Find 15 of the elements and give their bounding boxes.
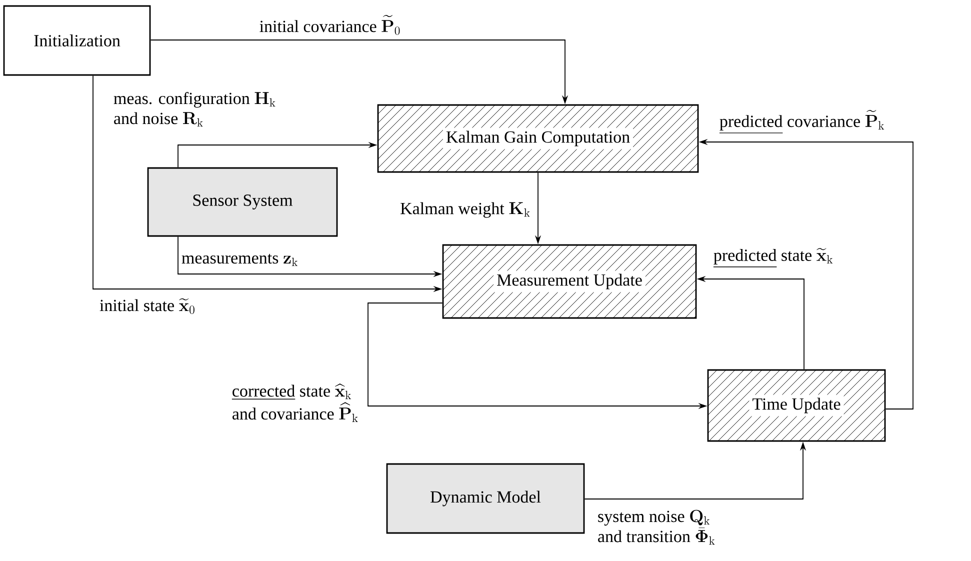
edge-label: $\text{Kalman weight }\mathbf{K}_\mathrm{k}$ (400, 202, 530, 218)
hatched-process-box: Measurement Update (442, 244, 697, 319)
edge-label: $\begin{array}{@{}l@{}}\text{meas. configuration }\mathbf{H}_\mathrm{k}\\\text{and noise }\mathbf{R}_\mathrm{k}\end{array}$ (114, 92, 276, 127)
edge-label: $\text{\underline{predicted} state }\widetilde{\mathbf{x}}_\mathrm{k}$ (713, 248, 833, 267)
shaded-process-box: Dynamic Model (386, 463, 585, 534)
hatched-process-box: Time Update (707, 369, 886, 442)
edge-label: $\text{initial state }\widetilde{\mathbf{x}}_0$ (100, 298, 194, 314)
shaded-process-box: Sensor System (147, 167, 338, 237)
hatched-process-box: Kalman Gain Computation (377, 104, 699, 173)
edge-label: $\text{measurements }\mathbf{z}_\mathrm{k}$ (182, 254, 298, 266)
process-box: Initialization (3, 5, 151, 76)
edge-label: $\text{\underline{predicted} covariance }\widetilde{\mathbf{P}}_\mathrm{k}$ (719, 110, 884, 133)
edge-label: $\begin{array}{@{}l@{}}\text{system noise }\mathbf{Q}_\mathrm{k}\\\text{and transition }\bar{\mathbf{\Phi}}_\mathrm{k}\end{array}$ (598, 510, 715, 545)
edge-label: $\begin{array}{@{}l@{}}\text{\underline{corrected} state }\widehat{\mathbf{x}}_\mathrm{k}\\\text{and covariance }\widehat{\mathbf{P}}_\mathrm{k}\end{array}$ (232, 383, 358, 422)
edge-label: $\text{initial covariance }\widetilde{\mathbf{P}}_0$ (260, 15, 400, 35)
